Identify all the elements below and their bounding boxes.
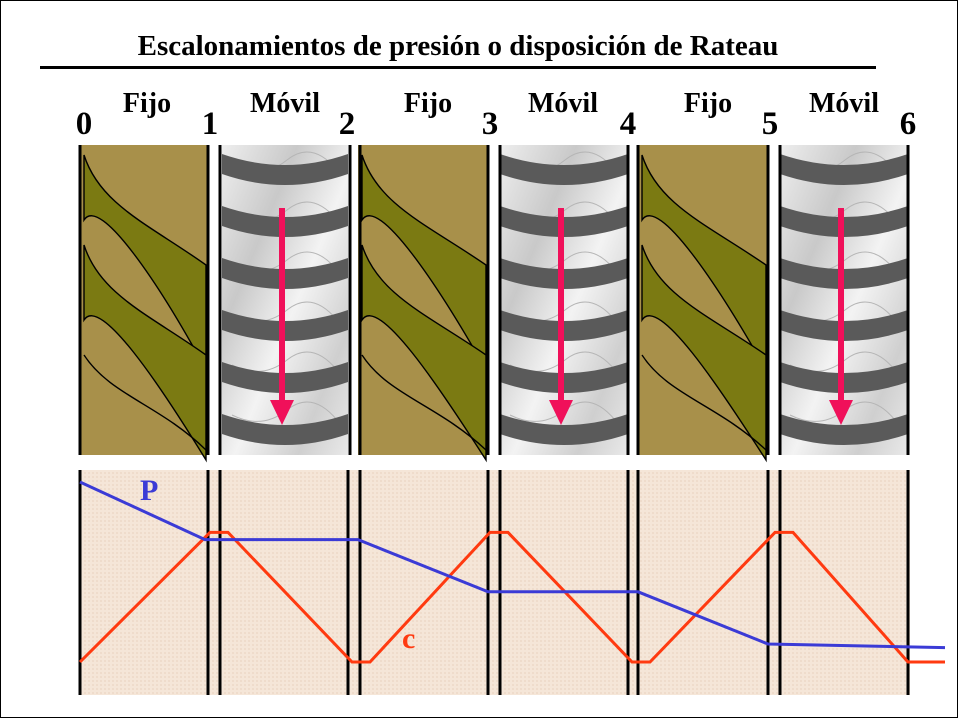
stage-block-2-moving [222,145,348,455]
flow-arrow-head [829,400,853,425]
velocity-curve-label: c [402,622,416,655]
nozzle-vane-2 [361,244,487,463]
station-number-4: 4 [619,106,637,142]
stage-label-moving-3: Móvil [809,88,879,119]
plot-background [80,470,910,695]
station-number-3: 3 [481,106,499,142]
stage-block-5-fixed [638,145,768,463]
title-underline [40,66,876,69]
station-number-1: 1 [201,106,219,142]
flow-arrow-head [549,400,573,425]
blade-ring-1 [780,154,908,185]
flow-arrow-head [270,400,294,425]
stage-label-fixed-3: Fijo [683,88,733,119]
slide-title: Escalonamientos de presión o disposición… [137,30,779,62]
blade-ring-1 [222,154,348,185]
nozzle-edge [641,354,767,451]
stage-label-fixed-1: Fijo [122,88,172,119]
stage-blocks [78,145,910,463]
stage-label-moving-2: Móvil [528,88,598,119]
stage-block-1-fixed [80,145,208,463]
blade-ring-6 [222,414,348,445]
nozzle-vane-2 [83,244,207,463]
blade-ring-6 [500,414,628,445]
stage-label-fixed-2: Fijo [403,88,453,119]
pressure-curve-label: P [140,474,159,507]
stage-block-4-moving [500,145,628,455]
blade-ring-1 [500,154,628,185]
stage-block-6-moving [780,145,908,455]
station-number-5: 5 [761,106,779,142]
nozzle-vane-2 [641,244,767,463]
station-number-2: 2 [338,106,356,142]
nozzle-edge [83,354,207,451]
station-number-0: 0 [75,106,93,142]
nozzle-edge [361,354,487,451]
station-number-6: 6 [899,106,917,142]
stage-label-moving-1: Móvil [250,88,320,119]
blade-ring-6 [780,414,908,445]
stage-block-3-fixed [358,145,488,463]
velocity-pressure-plot [78,470,946,695]
velocity-curve [78,530,945,664]
pressure-curve [79,480,946,650]
